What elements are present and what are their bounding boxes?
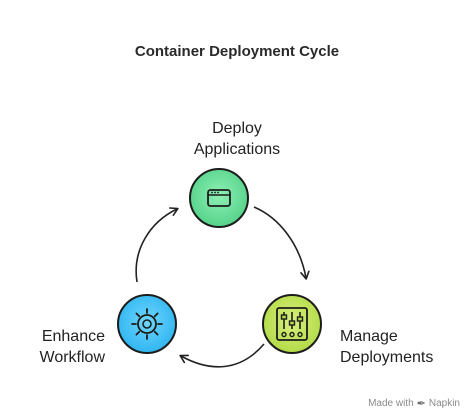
manage-label-line-1: Manage xyxy=(340,328,398,345)
sliders-icon xyxy=(276,307,308,341)
node-label-deploy: Deploy Applications xyxy=(137,118,337,160)
deploy-label-line-2: Applications xyxy=(193,141,281,158)
node-enhance-workflow xyxy=(117,294,177,354)
arrow-manage-to-enhance xyxy=(179,343,265,368)
manage-label-line-2: Deployments xyxy=(340,349,434,366)
napkin-watermark: Made with ✒ Napkin xyxy=(368,397,460,410)
node-label-manage: Manage Deployments xyxy=(340,326,433,368)
sun-gear-icon xyxy=(131,308,163,340)
deploy-label-line-1: Deploy xyxy=(212,120,262,137)
arrow-deploy-to-manage xyxy=(253,206,310,280)
node-manage-deployments xyxy=(262,294,322,354)
node-deploy-applications xyxy=(189,168,249,228)
watermark-brand: Napkin xyxy=(428,398,460,409)
diagram-title: Container Deployment Cycle xyxy=(134,43,340,60)
enhance-label-line-2: Workflow xyxy=(39,349,106,366)
watermark-text: Made with xyxy=(368,398,414,409)
arrow-enhance-to-deploy xyxy=(135,207,179,283)
napkin-logo-icon: ✒ xyxy=(416,398,426,410)
enhance-label-line-1: Enhance xyxy=(41,328,105,345)
node-label-enhance: Enhance Workflow xyxy=(10,326,106,368)
browser-window-icon xyxy=(207,189,231,207)
